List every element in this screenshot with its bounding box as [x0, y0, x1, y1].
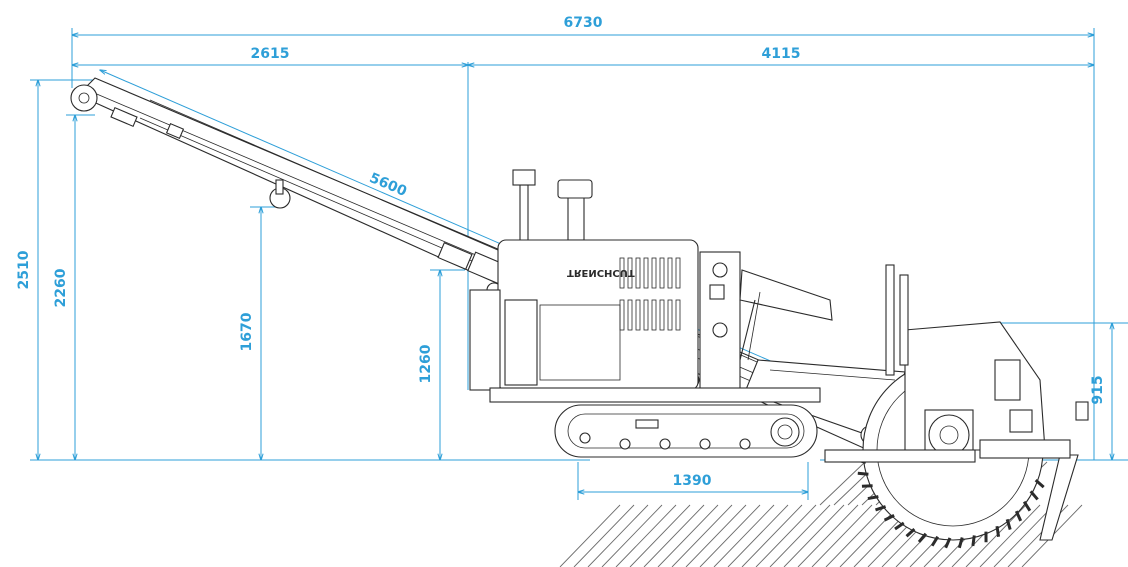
dimension-lines: [30, 28, 1128, 500]
dim-conveyor-head-height: 2260: [53, 268, 69, 307]
machine-body: TRENCHCUT: [469, 169, 833, 403]
dim-conveyor-reach: 2615: [251, 46, 290, 62]
dimension-labels: 6730 2615 4115 5600 2510 2260 1670 1260 …: [16, 15, 1106, 489]
cutting-wheel: [824, 264, 1089, 549]
dim-support-height: 1670: [239, 312, 255, 351]
dim-max-height: 2510: [16, 250, 32, 289]
brand-label: TRENCHCUT: [567, 267, 635, 278]
track-assembly: [554, 404, 818, 458]
dim-machine-length: 4115: [762, 46, 801, 62]
vent-grille: [619, 257, 681, 331]
dim-cutting-depth: 915: [1090, 375, 1106, 404]
dim-track-length: 1390: [673, 473, 712, 489]
dim-mid-height: 1260: [418, 344, 434, 383]
dim-overall-length: 6730: [564, 15, 603, 31]
